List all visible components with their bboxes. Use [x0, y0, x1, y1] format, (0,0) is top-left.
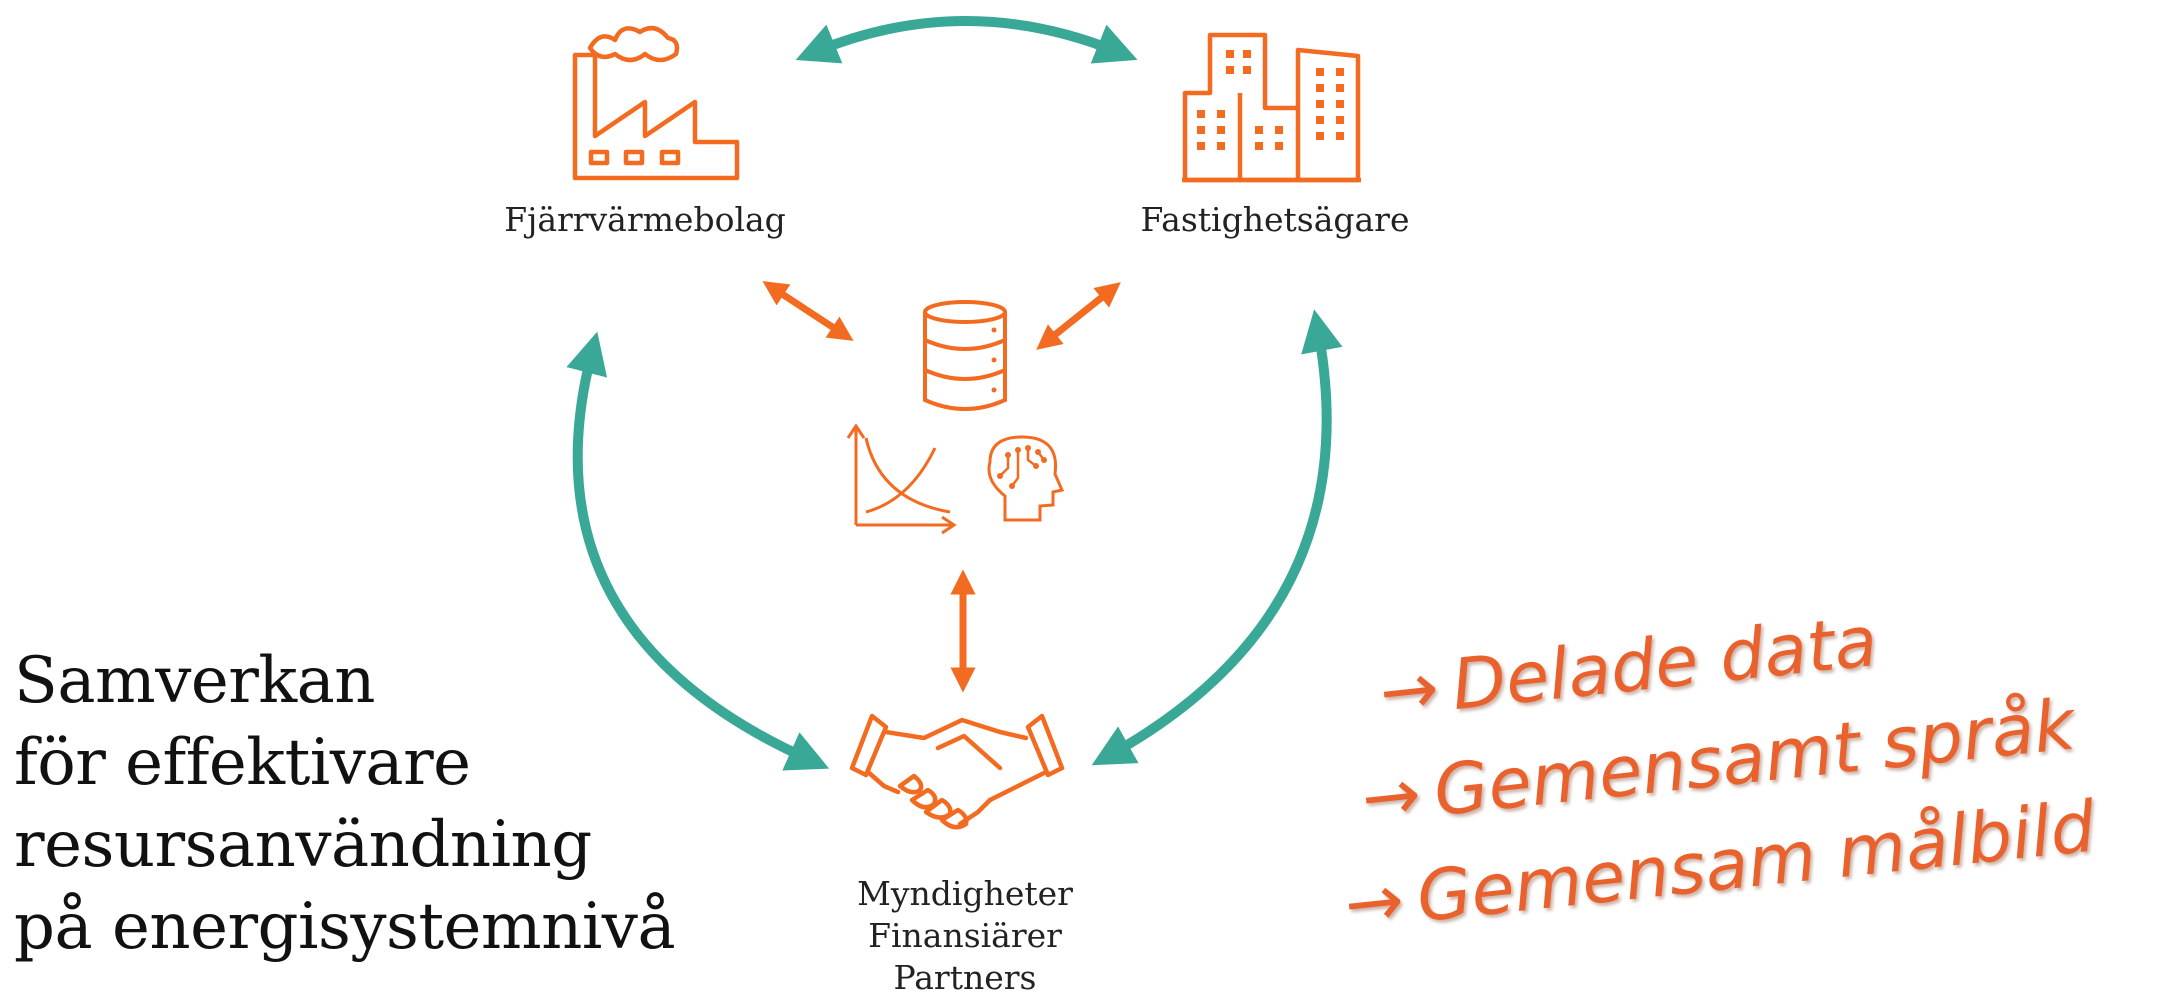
- authorities-line: Myndigheter: [857, 874, 1073, 913]
- headline-line: på energisystemnivå: [14, 890, 676, 964]
- buildings-icon: [1182, 32, 1361, 183]
- headline-line: för effektivare: [14, 726, 471, 800]
- ai-head-icon: [987, 435, 1065, 522]
- headline-line: resursanvändning: [14, 808, 592, 882]
- node-label-property-owners: Fastighetsägare: [1140, 200, 1410, 239]
- left-arrow: [566, 331, 830, 771]
- arrow-icon: →: [1340, 858, 1408, 946]
- headline-line: Samverkan: [14, 644, 375, 718]
- arrow-icon: →: [1375, 646, 1443, 734]
- authorities-line: Partners: [893, 958, 1037, 997]
- curve-chart-icon: [846, 423, 957, 535]
- arrow-factory-hub: [762, 281, 854, 341]
- node-label-district-heating: Fjärrvärmebolag: [504, 200, 786, 239]
- authorities-line: Finansiärer: [868, 916, 1062, 955]
- orange-arrows: [762, 281, 1121, 693]
- handshake-icon: [849, 713, 1065, 830]
- node-label-authorities: Myndigheter Finansiärer Partners: [800, 873, 1130, 999]
- top-double-arrow: [795, 16, 1138, 64]
- right-arrow: [1091, 309, 1343, 766]
- arrow-icon: →: [1357, 752, 1425, 840]
- teal-arrows: [566, 16, 1343, 771]
- arrow-buildings-hub: [1036, 282, 1121, 350]
- headline: Samverkan för effektivare resursanvändni…: [14, 640, 676, 968]
- database-icon: [923, 300, 1007, 411]
- factory-icon: [572, 25, 740, 181]
